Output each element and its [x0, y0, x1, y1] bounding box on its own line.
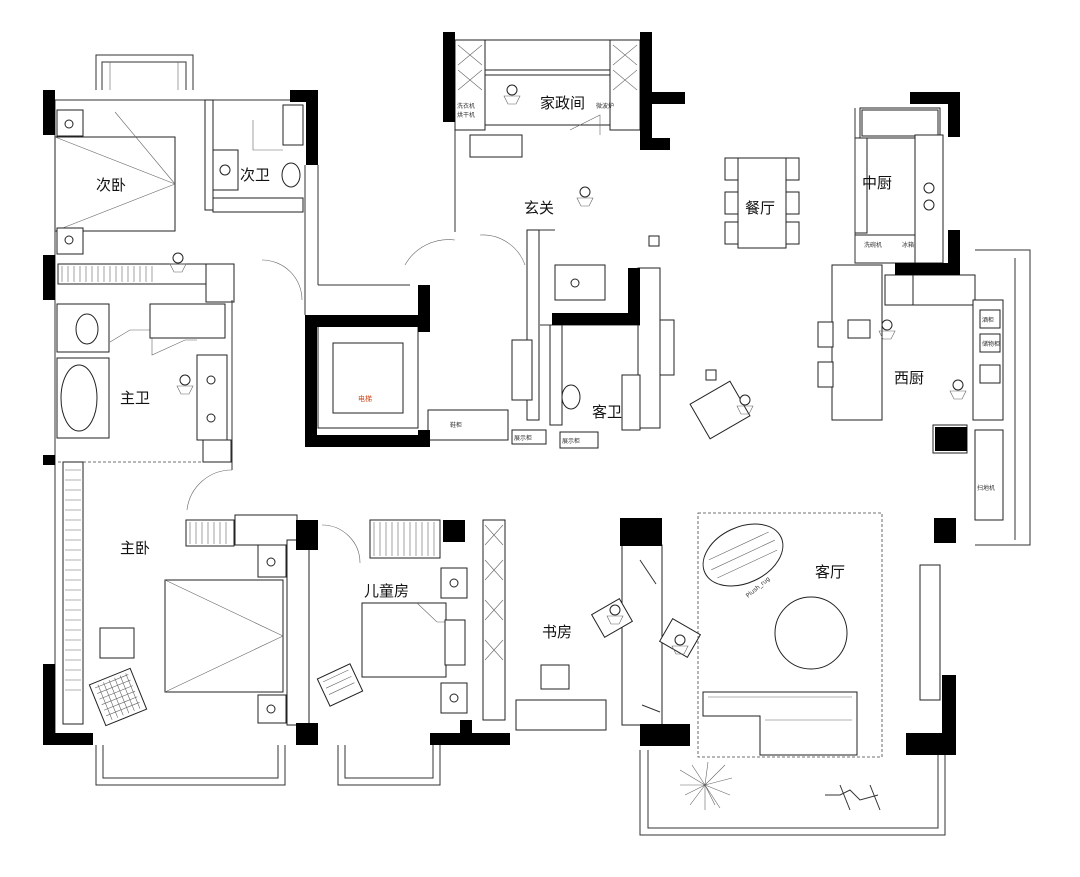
walls: [43, 32, 967, 755]
label-storage: 储物柜: [982, 340, 1000, 348]
room-label-guest-bath: 客卫: [592, 403, 622, 421]
label-wine: 酒柜: [982, 316, 994, 324]
label-elevator: 电梯: [358, 394, 372, 403]
room-label-kids-room: 儿童房: [364, 582, 409, 600]
label-microwave: 微波炉: [596, 102, 614, 110]
room-label-living-room: 客厅: [815, 563, 845, 581]
interior-lines: [54, 39, 1031, 836]
person-icons: [169, 84, 967, 655]
room-label-master-bedroom: 主卧: [120, 539, 150, 557]
label-sweeper: 扫地机: [977, 484, 995, 492]
room-label-chinese-kitchen: 中厨: [862, 174, 892, 192]
label-fridge: 冰箱: [902, 241, 914, 249]
label-shoe-cabinet: 鞋柜: [450, 421, 462, 429]
room-label-western-kitchen: 西厨: [894, 369, 924, 387]
room-label-housekeeping: 家政间: [540, 94, 585, 112]
room-label-master-bath: 主卫: [120, 389, 150, 407]
room-label-foyer: 玄关: [524, 199, 554, 217]
label-dishwasher: 洗碗机: [864, 241, 882, 249]
label-washer: 洗衣机: [457, 102, 475, 110]
room-label-dining: 餐厅: [745, 199, 775, 217]
label-dryer: 烘干机: [457, 111, 475, 119]
plant-icon: [679, 761, 733, 810]
room-label-second-bedroom: 次卧: [96, 176, 126, 194]
room-label-second-bath: 次卫: [240, 166, 270, 184]
room-label-study: 书房: [542, 623, 572, 641]
label-display: 展示柜: [514, 434, 532, 442]
label-showcase: 展示柜: [562, 437, 580, 445]
room-labels: 次卧 次卫 家政间 玄关 餐厅 中厨 主卫 客卫 西厨 主卧 儿童房 书房 客厅: [96, 94, 924, 641]
